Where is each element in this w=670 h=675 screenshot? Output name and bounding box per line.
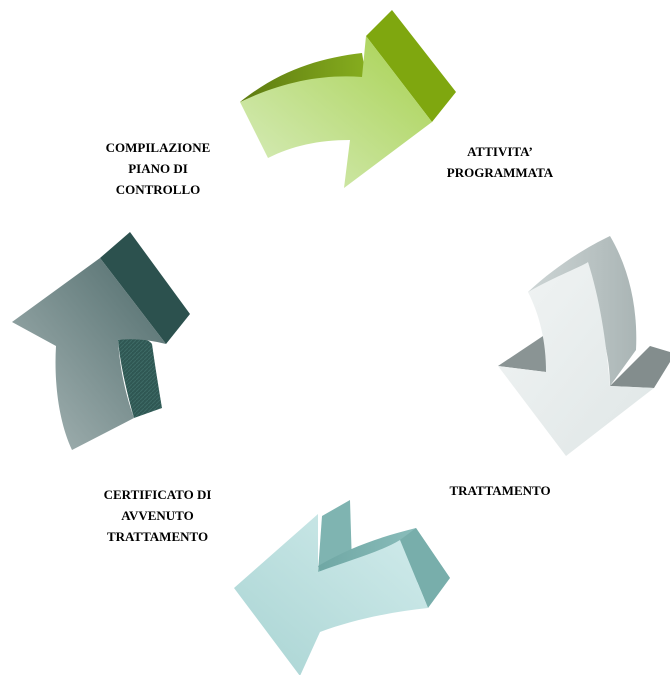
arrow-bottom-teal (234, 500, 450, 675)
arrow-left-head-side (100, 232, 190, 344)
arrow-top-green (240, 10, 456, 188)
arrow-bottom-tail-end (400, 528, 450, 608)
arrow-right-side-face (528, 236, 637, 386)
arrow-top-head-side (366, 10, 456, 122)
arrow-right-grey (498, 236, 670, 456)
arrow-left-slate (12, 232, 190, 450)
arrow-top-front-face (240, 36, 432, 188)
step-label-compilazione: COMPILAZIONE PIANO DI CONTROLLO (105, 140, 211, 197)
arrow-left-inner-face (118, 337, 162, 418)
step-label-attivita: ATTIVITA’ PROGRAMMATA (446, 144, 554, 180)
arrow-left-front-face (12, 258, 166, 450)
arrow-right-wing-right (610, 346, 670, 388)
step-label-trattamento: TRATTAMENTO (449, 483, 551, 498)
arrow-bottom-front-face (234, 514, 428, 675)
step-label-certificato: CERTIFICATO DI AVVENUTO TRATTAMENTO (103, 487, 212, 544)
arrow-right-front-face (498, 262, 654, 456)
arrow-right-wing-left (498, 334, 546, 372)
